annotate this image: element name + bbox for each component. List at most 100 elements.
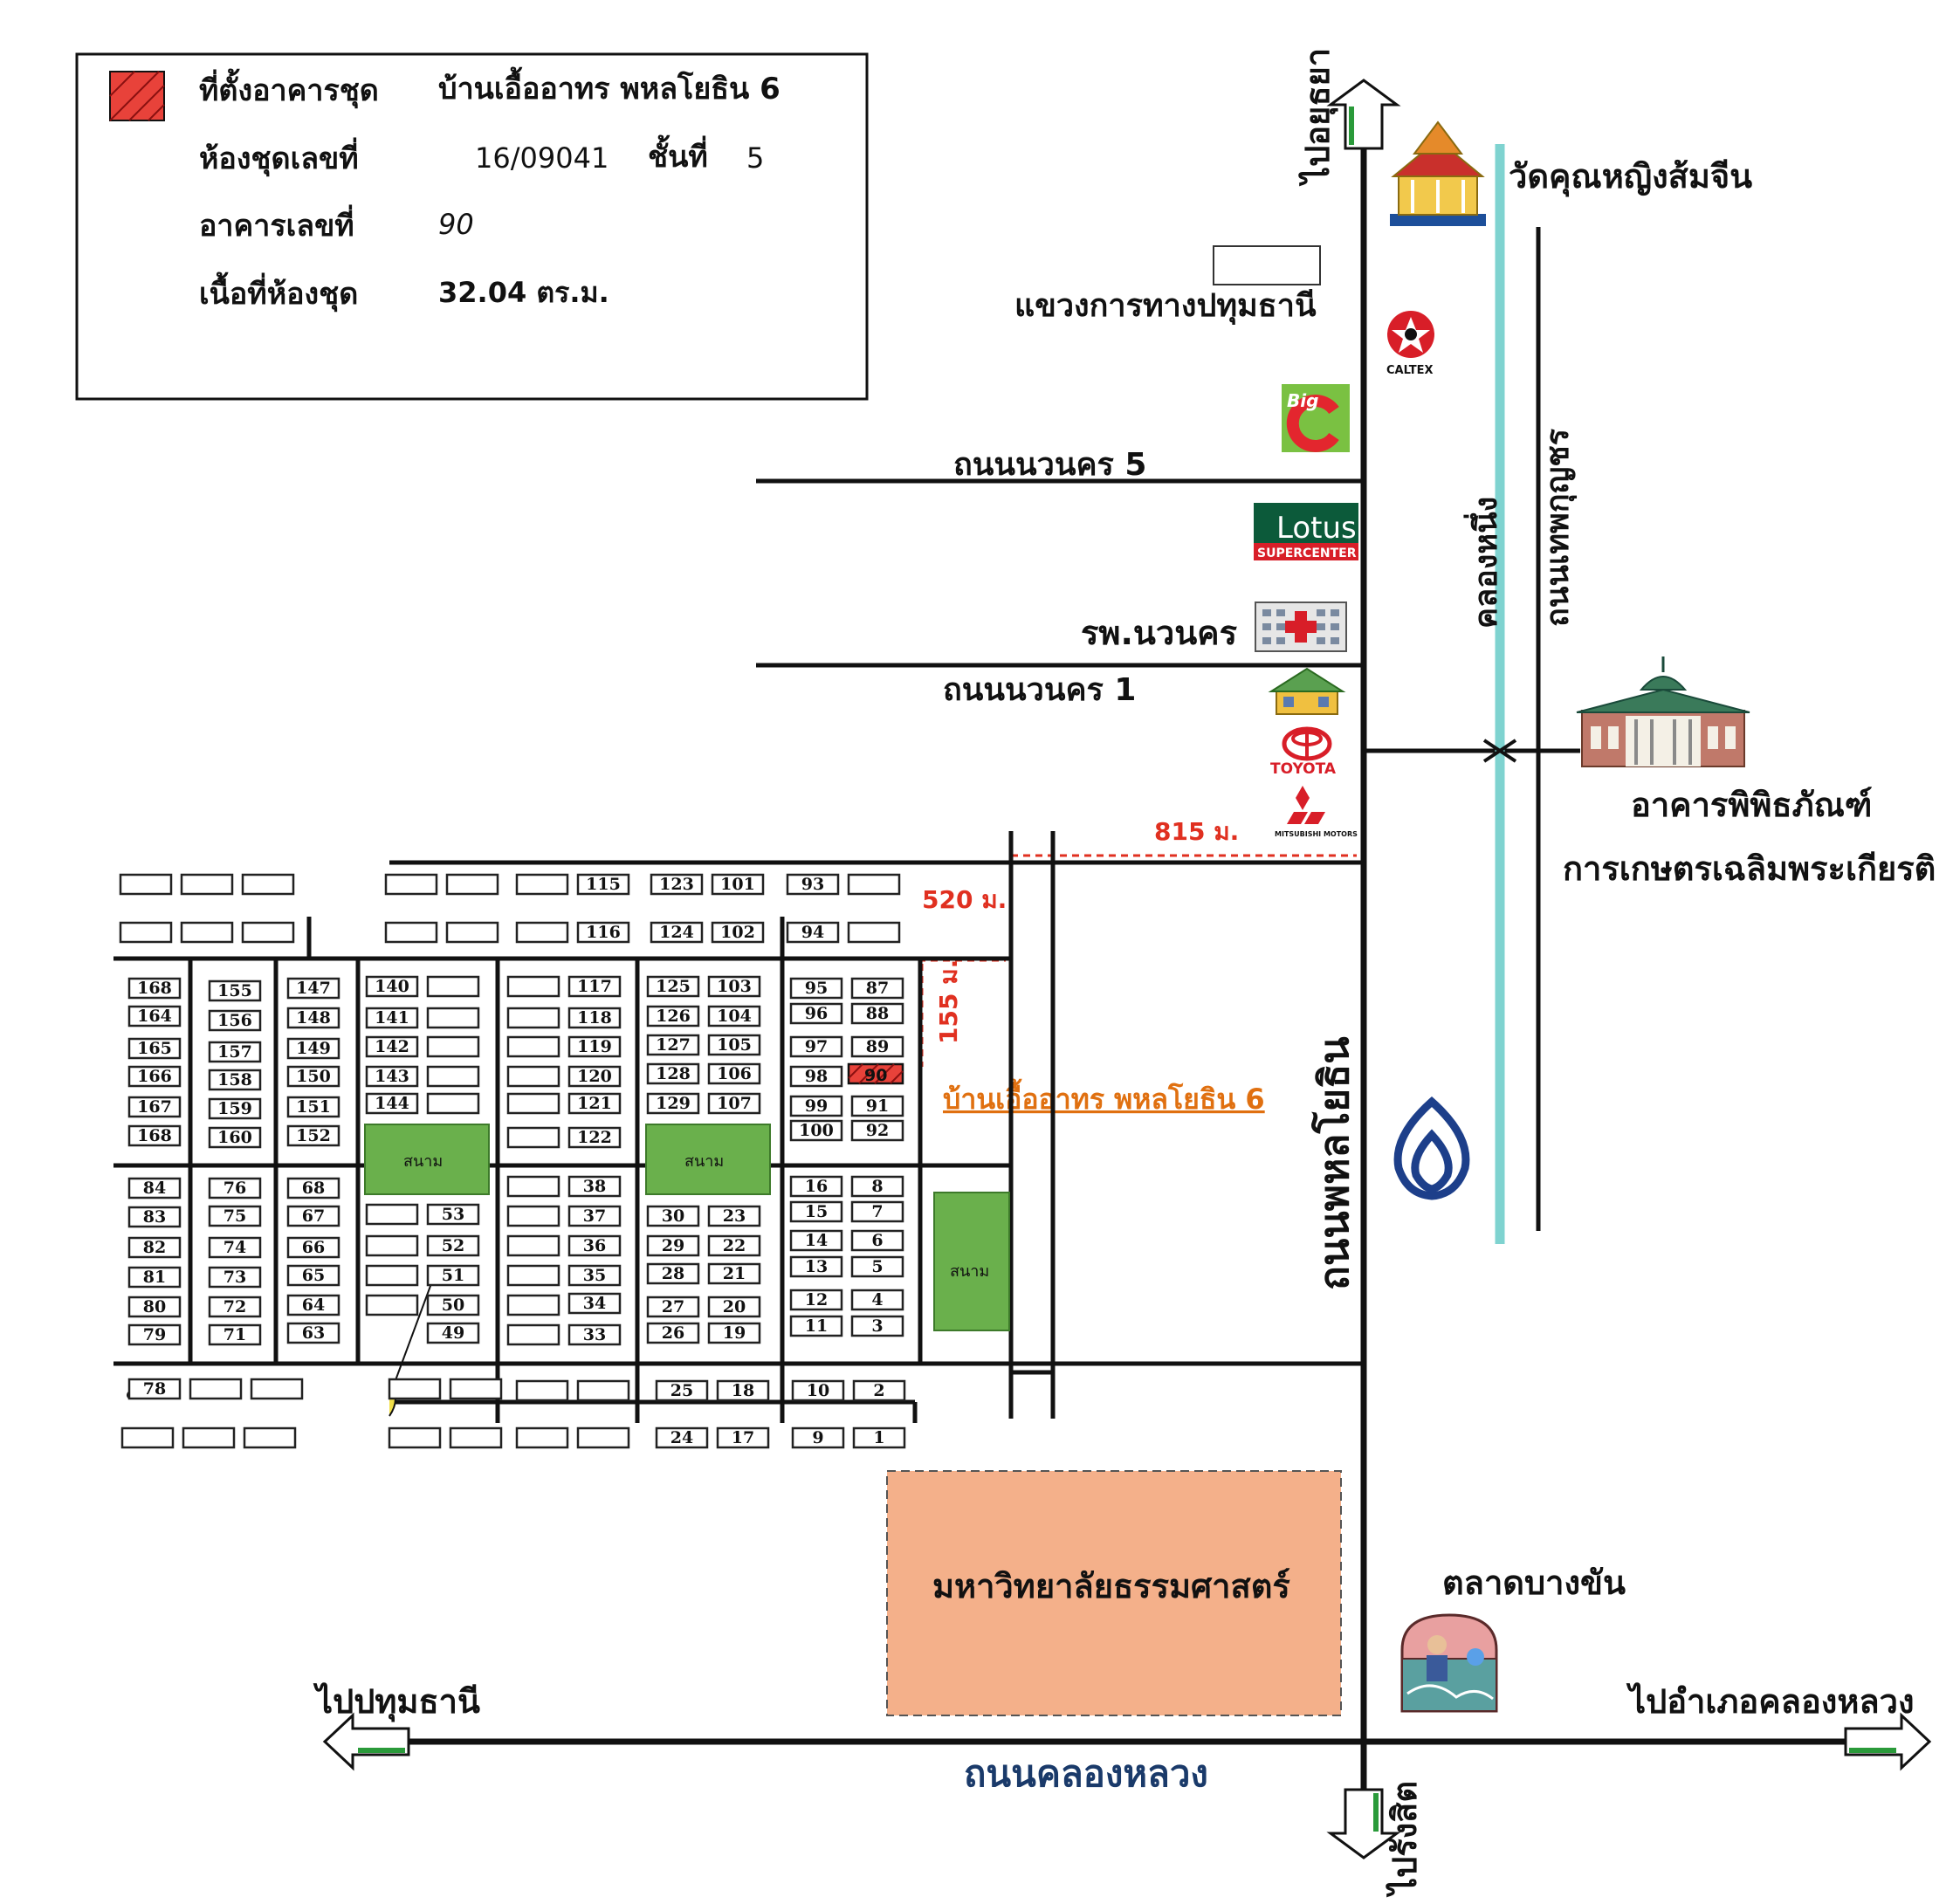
unit-88: 88 [850,1002,904,1025]
svg-text:26: 26 [662,1323,684,1343]
unit-89: 89 [850,1035,904,1058]
hospital-icon [1255,601,1347,652]
svg-text:23: 23 [723,1206,746,1226]
svg-text:90: 90 [864,1066,887,1085]
mitsubishi-icon: MITSUBISHI MOTORS [1275,786,1358,838]
unit-unlabeled [426,1035,480,1058]
lotus-icon: Lotus SUPERCENTER [1254,503,1358,560]
svg-text:97: 97 [805,1037,828,1056]
legend-row3-label: อาคารเลขที่ [199,204,354,244]
unit-103: 103 [707,975,761,998]
svg-text:36: 36 [583,1236,606,1255]
svg-text:165: 165 [137,1039,172,1058]
svg-text:Lotus: Lotus [1276,511,1357,546]
svg-text:142: 142 [375,1037,409,1056]
unit-63: 63 [286,1322,340,1344]
unit-13: 13 [789,1255,843,1278]
svg-text:18: 18 [732,1381,754,1400]
legend-box: ที่ตั้งอาคารชุด บ้านเอื้ออาทร พหลโยธิน 6… [75,52,869,401]
direction-north: ไปอยุธยา [1298,48,1338,187]
road-label-navanakorn5: ถนนนวนคร 5 [953,447,1146,483]
unit-159: 159 [208,1097,262,1120]
svg-text:117: 117 [577,977,612,996]
unit-100: 100 [789,1119,843,1142]
unit-unlabeled [426,1007,480,1029]
svg-text:1: 1 [873,1428,884,1447]
unit-unlabeled [576,1379,630,1402]
unit-115: 115 [576,873,630,896]
unit-124: 124 [650,921,704,944]
svg-text:11: 11 [805,1316,828,1336]
unit-101: 101 [711,873,765,896]
unit-83: 83 [127,1206,182,1228]
svg-text:150: 150 [296,1067,331,1086]
unit-unlabeled [445,921,499,944]
legend-row1-value: บ้านเอื้ออาทร พหลโยธิน 6 [438,66,781,107]
svg-text:92: 92 [866,1121,889,1140]
unit-151: 151 [286,1096,340,1118]
unit-27: 27 [646,1296,700,1318]
unit-126: 126 [646,1005,700,1028]
svg-text:29: 29 [662,1236,684,1255]
svg-text:168: 168 [137,1126,172,1145]
svg-text:158: 158 [217,1070,252,1089]
unit-80: 80 [127,1296,182,1318]
svg-text:129: 129 [656,1094,691,1113]
unit-142: 142 [365,1035,419,1058]
unit-82: 82 [127,1236,182,1259]
unit-unlabeled [576,1426,630,1449]
unit-50: 50 [426,1294,480,1316]
unit-125: 125 [646,975,700,998]
unit-35: 35 [567,1264,622,1287]
market-label: ตลาดบางขัน [1442,1564,1626,1602]
university-area [886,1470,1342,1716]
svg-text:75: 75 [223,1206,246,1226]
unit-unlabeled [384,921,438,944]
unit-10: 10 [791,1379,845,1402]
unit-unlabeled [388,1378,442,1400]
svg-text:121: 121 [577,1094,612,1113]
svg-text:5: 5 [871,1257,883,1276]
unit-92: 92 [850,1119,904,1142]
unit-143: 143 [365,1065,419,1088]
unit-23: 23 [707,1205,761,1227]
unit-51: 51 [426,1264,480,1287]
arrow-south-icon [1326,1788,1401,1859]
bank-logo-icon [1393,1096,1470,1200]
unit-106: 106 [707,1062,761,1085]
unit-117: 117 [567,975,622,998]
unit-unlabeled [241,921,295,944]
svg-text:34: 34 [583,1294,606,1313]
svg-text:25: 25 [670,1381,693,1400]
legend-row3-value: 90 [438,208,474,241]
svg-text:74: 74 [223,1238,246,1257]
svg-text:16: 16 [805,1177,828,1196]
bridge-icon [1482,739,1517,763]
unit-94: 94 [786,921,840,944]
unit-unlabeled [506,1294,560,1316]
svg-text:159: 159 [217,1099,252,1118]
unit-73: 73 [208,1266,262,1289]
svg-text:116: 116 [586,923,621,942]
unit-74: 74 [208,1236,262,1259]
unit-8: 8 [850,1175,904,1198]
svg-text:28: 28 [662,1264,684,1283]
unit-unlabeled [180,873,234,896]
unit-49: 49 [426,1322,480,1344]
svg-text:168: 168 [137,979,172,998]
unit-81: 81 [127,1266,182,1289]
svg-text:21: 21 [723,1264,746,1283]
unit-unlabeled [426,975,480,998]
unit-4: 4 [850,1289,904,1311]
unit-unlabeled [506,1065,560,1088]
unit-unlabeled [506,975,560,998]
unit-99: 99 [789,1095,843,1117]
unit-12: 12 [789,1289,843,1311]
svg-text:115: 115 [586,875,621,894]
legend-row2-floor-value: 5 [746,141,764,175]
unit-29: 29 [646,1234,700,1257]
svg-text:13: 13 [805,1257,828,1276]
legend-row4-value: 32.04 ตร.ม. [438,276,609,309]
unit-unlabeled [365,1234,419,1257]
